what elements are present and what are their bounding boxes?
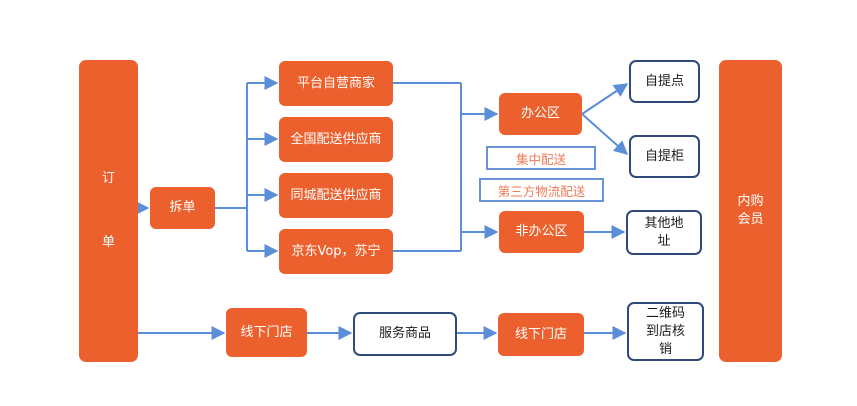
split-order-label: 拆单 bbox=[169, 200, 196, 215]
source-local-supplier: 同城配送供应商 bbox=[279, 173, 393, 218]
order-bar: 订 单 bbox=[79, 60, 138, 362]
other-address-line1: 其他地 bbox=[644, 215, 684, 231]
source-platform-self: 平台自营商家 bbox=[279, 61, 393, 106]
member-bar-line1: 内购 bbox=[737, 194, 764, 209]
non-office-area-node: 非办公区 bbox=[499, 211, 584, 253]
member-bar: 内购 会员 bbox=[719, 60, 782, 362]
non-office-area-label: 非办公区 bbox=[515, 224, 568, 239]
office-area-label: 办公区 bbox=[520, 106, 560, 121]
order-bar-line1: 订 bbox=[101, 171, 115, 186]
member-bar-line2: 会员 bbox=[737, 212, 764, 227]
source-label: 平台自营商家 bbox=[296, 75, 375, 91]
source-label: 同城配送供应商 bbox=[290, 187, 382, 203]
qr-verify-line1: 二维码 bbox=[645, 305, 685, 321]
legend-centralized-label: 集中配送 bbox=[515, 151, 566, 167]
legend-centralized-delivery: 集中配送 bbox=[486, 146, 596, 170]
order-bar-line2: 单 bbox=[101, 235, 115, 250]
pickup-point-label: 自提点 bbox=[644, 73, 684, 89]
offline-store-label: 线下门店 bbox=[514, 326, 567, 342]
qr-verify-line2: 到店核 bbox=[645, 323, 685, 339]
source-jd-suning: 京东Vop，苏宁 bbox=[279, 229, 393, 274]
source-label: 全国配送供应商 bbox=[290, 131, 382, 147]
service-goods-node: 服务商品 bbox=[353, 312, 457, 356]
service-goods-label: 服务商品 bbox=[378, 326, 431, 341]
offline-store-label: 线下门店 bbox=[240, 324, 293, 340]
other-address-line2: 址 bbox=[657, 233, 671, 249]
other-address-node: 其他地 址 bbox=[626, 210, 702, 255]
legend-third-party-delivery: 第三方物流配送 bbox=[479, 178, 604, 202]
qr-verify-line3: 销 bbox=[658, 341, 672, 357]
pickup-point-node: 自提点 bbox=[629, 60, 700, 103]
edge-office-to-pickup-point bbox=[581, 83, 629, 115]
pickup-locker-label: 自提柜 bbox=[644, 148, 684, 164]
source-label: 京东Vop，苏宁 bbox=[291, 243, 381, 259]
offline-store-node-left: 线下门店 bbox=[226, 308, 307, 357]
qr-verify-node: 二维码 到店核 销 bbox=[627, 302, 704, 361]
offline-store-node-right: 线下门店 bbox=[498, 313, 584, 356]
split-order-node: 拆单 bbox=[150, 187, 215, 229]
edge-office-to-pickup-locker bbox=[581, 113, 629, 155]
office-area-node: 办公区 bbox=[499, 93, 582, 135]
legend-third-party-label: 第三方物流配送 bbox=[497, 183, 586, 199]
source-national-supplier: 全国配送供应商 bbox=[279, 117, 393, 162]
pickup-locker-node: 自提柜 bbox=[629, 135, 700, 178]
